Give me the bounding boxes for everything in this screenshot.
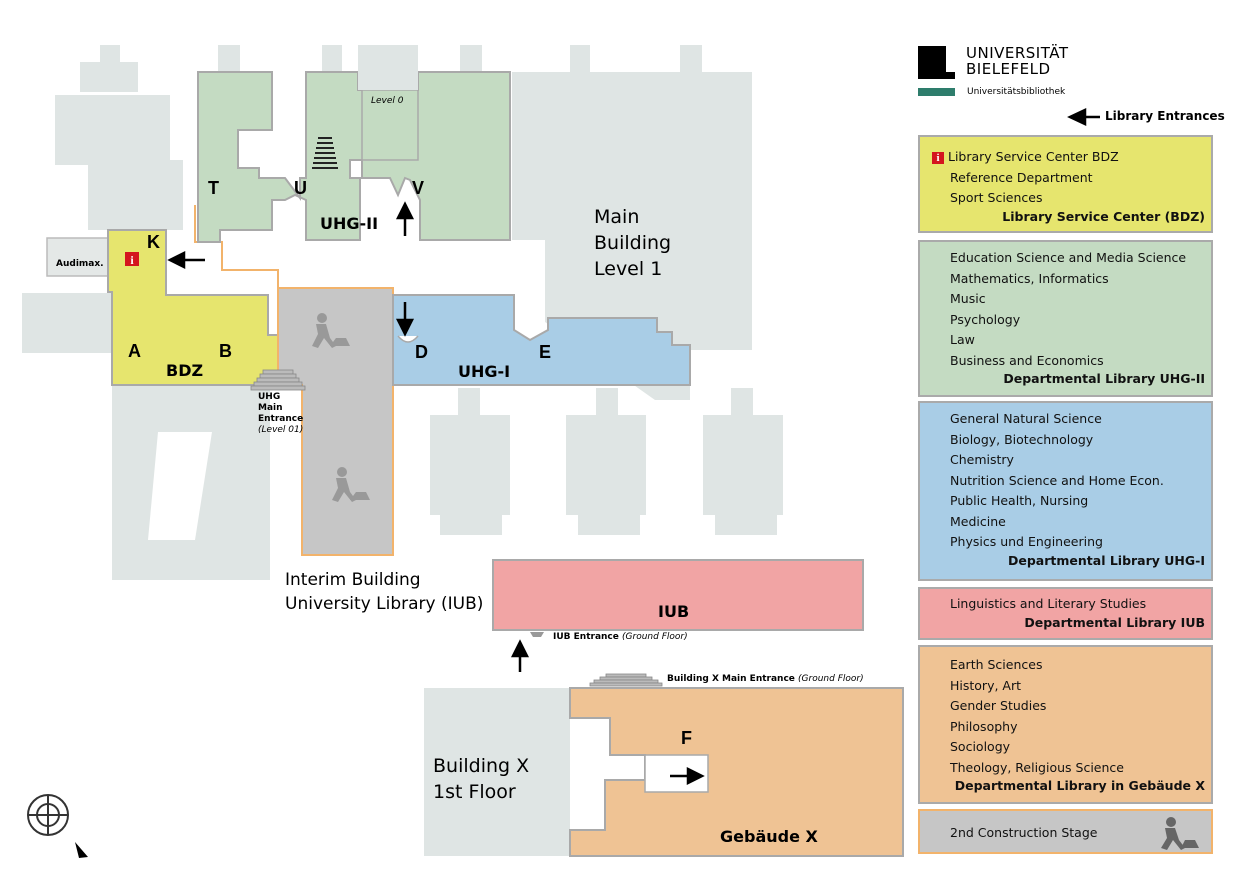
legend-iub: Linguistics and Literary Studies Departm… bbox=[918, 587, 1213, 640]
logo-line1: UNIVERSITÄT bbox=[966, 44, 1069, 62]
building-x-line2: 1st Floor bbox=[433, 781, 516, 803]
legend-item: Gender Studies bbox=[950, 698, 1047, 713]
uhg-entrance-line2: Main bbox=[258, 403, 283, 413]
legend-item: Biology, Biotechnology bbox=[950, 431, 1094, 447]
entrance-arrows bbox=[167, 108, 1100, 786]
iub-building bbox=[492, 559, 864, 631]
uhg-entrance-line1: UHG bbox=[258, 392, 281, 402]
construction-label: 2nd Construction Stage bbox=[950, 825, 1098, 840]
legend-item: Physics und Engineering bbox=[950, 534, 1103, 549]
construction-worker-icon bbox=[312, 313, 370, 502]
legend-bdz: i Library Service Center BDZ Reference D… bbox=[918, 135, 1213, 233]
info-icon: i bbox=[932, 151, 944, 164]
legend-construction: 2nd Construction Stage bbox=[918, 809, 1213, 854]
library-entrances-label: Library Entrances bbox=[1105, 109, 1225, 123]
construction-worker-icon bbox=[1161, 817, 1199, 850]
legend-item: Psychology bbox=[950, 311, 1021, 327]
legend-uhg2: Education Science and Media Science Math… bbox=[918, 240, 1213, 397]
logo-line2: BIELEFELD bbox=[966, 60, 1051, 78]
legend-item: History, Art bbox=[950, 677, 1022, 693]
main-building-label: Main Building Level 1 bbox=[594, 204, 671, 282]
building-x-entrance-stairs bbox=[589, 673, 663, 687]
uhg-entrance-line3: Entrance bbox=[258, 414, 304, 424]
logo-text: UNIVERSITÄT BIELEFELD bbox=[966, 45, 1069, 77]
legend-item: Theology, Religious Science bbox=[950, 759, 1124, 775]
audimax-label: Audimax. bbox=[56, 259, 104, 269]
legend-item: Earth Sciences bbox=[950, 657, 1043, 672]
svg-text:i: i bbox=[130, 253, 134, 267]
legend-item: Public Health, Nursing bbox=[950, 493, 1089, 508]
uhg2-label: UHG-II bbox=[320, 214, 379, 233]
legend-item: Nutrition Science and Home Econ. bbox=[950, 472, 1164, 488]
iub-entrance-text: IUB Entrance bbox=[553, 632, 619, 642]
iub-entrance-floor: (Ground Floor) bbox=[622, 632, 688, 642]
legend-item: i Library Service Center BDZ bbox=[920, 147, 1211, 168]
main-building-line1: Main bbox=[594, 206, 640, 228]
legend-item: Mathematics, Informatics bbox=[950, 270, 1109, 286]
letter-e: E bbox=[539, 342, 552, 362]
bdz-label: BDZ bbox=[166, 361, 204, 380]
letter-v: V bbox=[412, 178, 425, 198]
level0-label: Level 0 bbox=[371, 96, 404, 106]
university-logo bbox=[918, 46, 955, 96]
audimax-building bbox=[46, 237, 110, 277]
uhg-main-entrance-stairs bbox=[250, 369, 306, 391]
legend-item: Business and Economics bbox=[950, 352, 1104, 368]
building-x-entrance-label: Building X Main Entrance (Ground Floor) bbox=[667, 674, 864, 684]
legend-item: Music bbox=[950, 291, 986, 306]
iub-label: IUB bbox=[658, 602, 690, 621]
uhg-main-entrance-label: UHG Main Entrance (Level 01) bbox=[258, 392, 303, 436]
legend-gebaeude-x: Earth Sciences History, Art Gender Studi… bbox=[918, 645, 1213, 804]
iub-title-line1: Interim Building bbox=[285, 570, 421, 590]
bx-entrance-text: Building X Main Entrance bbox=[667, 674, 795, 684]
legend-title: Departmental Library UHG-I bbox=[1008, 552, 1205, 568]
building-x-line1: Building X bbox=[433, 755, 530, 777]
legend-item: General Natural Science bbox=[950, 411, 1102, 426]
uhg-entrance-line4: (Level 01) bbox=[258, 425, 304, 435]
legend-item: Reference Department bbox=[950, 169, 1093, 185]
legend-title: Departmental Library IUB bbox=[1024, 614, 1205, 630]
compass-icon bbox=[27, 794, 88, 858]
legend-item: Linguistics and Literary Studies bbox=[950, 596, 1147, 611]
letter-d: D bbox=[415, 342, 428, 362]
legend-item: Sport Sciences bbox=[950, 190, 1043, 205]
letter-a: A bbox=[128, 341, 141, 361]
legend-item: Chemistry bbox=[950, 452, 1014, 467]
letter-f: F bbox=[681, 728, 692, 748]
legend-item: Law bbox=[950, 332, 975, 347]
logo-subtitle: Universitätsbibliothek bbox=[967, 87, 1066, 97]
uhg1-label: UHG-I bbox=[458, 362, 511, 381]
legend-uhg1: General Natural Science Biology, Biotech… bbox=[918, 401, 1213, 581]
letter-b: B bbox=[219, 341, 232, 361]
legend-title: Library Service Center (BDZ) bbox=[1002, 208, 1205, 224]
iub-title-line2: University Library (IUB) bbox=[285, 594, 484, 614]
legend-item: Philosophy bbox=[950, 718, 1018, 734]
letter-u: U bbox=[294, 178, 307, 198]
uhg2-stairs bbox=[312, 137, 338, 169]
building-x-label: Building X 1st Floor bbox=[433, 753, 529, 805]
legend-item: Sociology bbox=[950, 739, 1011, 754]
info-icon: i bbox=[125, 252, 139, 267]
legend-title: Departmental Library UHG-II bbox=[1003, 371, 1205, 386]
letter-t: T bbox=[208, 178, 219, 198]
gebaeude-x-building bbox=[569, 687, 904, 857]
legend-item: Education Science and Media Science bbox=[950, 250, 1187, 265]
uhg2-building bbox=[197, 71, 511, 243]
bx-entrance-floor: (Ground Floor) bbox=[798, 674, 864, 684]
uhg1-building bbox=[392, 294, 691, 386]
legend-item: Medicine bbox=[950, 513, 1006, 529]
iub-entrance-label: IUB Entrance (Ground Floor) bbox=[553, 632, 688, 642]
legend-title: Departmental Library in Gebäude X bbox=[954, 778, 1205, 793]
letter-k: K bbox=[147, 232, 160, 252]
iub-title: Interim Building University Library (IUB… bbox=[285, 568, 483, 616]
gebaeude-x-label: Gebäude X bbox=[720, 827, 818, 846]
main-building-line2: Building bbox=[594, 232, 672, 254]
main-building-line3: Level 1 bbox=[594, 258, 663, 280]
